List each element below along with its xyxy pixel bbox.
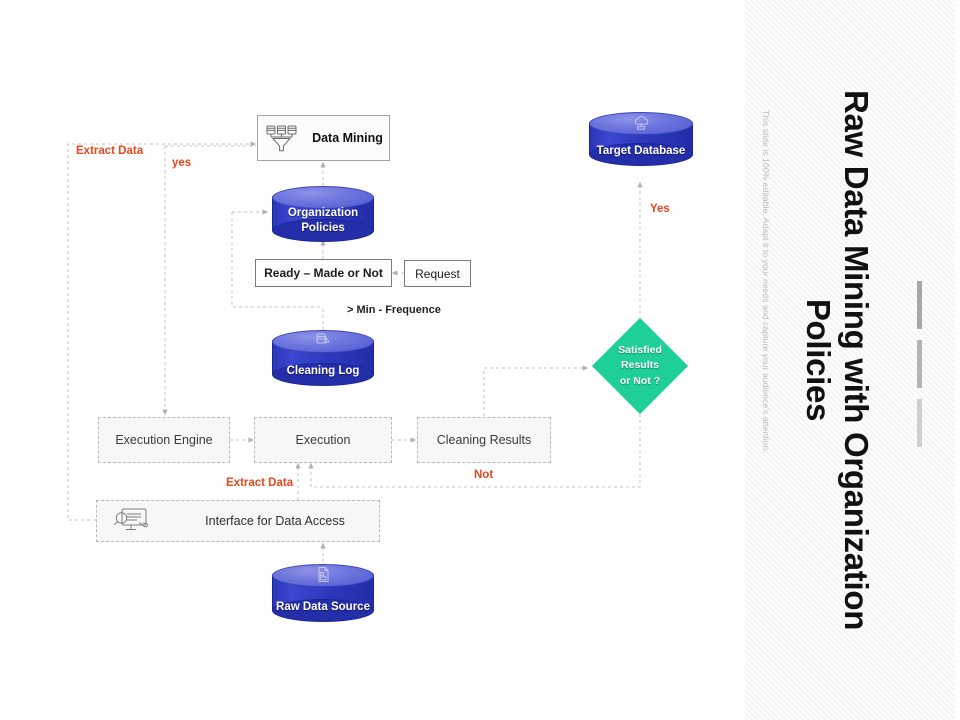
cleaning-log-label: Cleaning Log	[286, 365, 360, 377]
monitor-search-icon	[97, 505, 171, 537]
cylinder-bottom	[589, 143, 693, 166]
node-data-mining[interactable]: Data Mining	[257, 115, 390, 161]
edge-label-yes-lower: yes	[172, 157, 192, 169]
tick-bar-1	[917, 281, 922, 329]
edge-label-extract-data-bottom: Extract Data	[226, 477, 294, 489]
execution-engine-label: Execution Engine	[115, 433, 213, 447]
cleaning-results-label: Cleaning Results	[436, 433, 532, 447]
node-interface-for-data-access[interactable]: Interface for Data Access	[96, 500, 380, 542]
panel-edge-rule	[955, 0, 960, 720]
node-cleaning-log[interactable]: Cleaning Log	[272, 330, 374, 386]
side-panel: This slide is 100% editable. Adapt it to…	[745, 0, 960, 720]
cylinder-top	[272, 186, 374, 209]
node-execution-engine[interactable]: Execution Engine	[98, 417, 230, 463]
edge-label-min-frequence: > Min - Frequence	[347, 304, 441, 316]
cylinder-bottom	[272, 219, 374, 242]
satisfied-results-label: Satisfied Results or Not ?	[618, 344, 662, 387]
request-label: Request	[415, 266, 460, 281]
node-ready-made-or-not[interactable]: Ready – Made or Not	[255, 259, 392, 287]
data-mining-funnel-icon	[258, 123, 306, 153]
execution-label: Execution	[295, 433, 351, 447]
edge-label-not: Not	[474, 469, 494, 481]
log-cylinder-icon	[272, 332, 374, 355]
interface-for-data-access-label: Interface for Data Access	[205, 514, 345, 528]
node-organization-policies[interactable]: Organization Policies	[272, 186, 374, 242]
node-request[interactable]: Request	[404, 260, 471, 287]
node-raw-data-source[interactable]: Raw Data Source	[272, 564, 374, 622]
node-target-database[interactable]: Target Database	[589, 112, 693, 166]
diagram-canvas: Data Mining Organization Policies Ready …	[67, 112, 693, 622]
ready-made-or-not-label: Ready – Made or Not	[264, 266, 383, 280]
slide-subtitle: This slide is 100% editable. Adapt it to…	[761, 110, 771, 453]
node-cleaning-results[interactable]: Cleaning Results	[417, 417, 551, 463]
cylinder-top	[272, 330, 374, 353]
node-execution[interactable]: Execution	[254, 417, 392, 463]
slide-title: Raw Data Mining with Organization Polici…	[800, 89, 876, 631]
tick-bar-2	[917, 340, 922, 388]
slide-subtitle-wrap: This slide is 100% editable. Adapt it to…	[753, 0, 779, 720]
file-data-icon	[272, 566, 374, 591]
cloud-database-icon	[589, 114, 693, 137]
cylinder-bottom	[272, 363, 374, 386]
tick-bar-3	[917, 399, 922, 447]
data-mining-label: Data Mining	[312, 131, 383, 145]
connector-lines	[67, 141, 643, 562]
slide-title-wrap: Raw Data Mining with Organization Polici…	[757, 0, 917, 720]
target-database-label: Target Database	[596, 145, 686, 157]
edge-label-yes-upper: Yes	[650, 203, 670, 215]
node-satisfied-results[interactable]: Satisfied Results or Not ?	[591, 317, 689, 415]
organization-policies-label: Organization Policies	[287, 207, 359, 234]
cylinder-top	[589, 112, 693, 135]
cylinder-bottom	[272, 599, 374, 622]
edge-label-extract-data-top: Extract Data	[76, 145, 144, 157]
raw-data-source-label: Raw Data Source	[276, 601, 370, 613]
